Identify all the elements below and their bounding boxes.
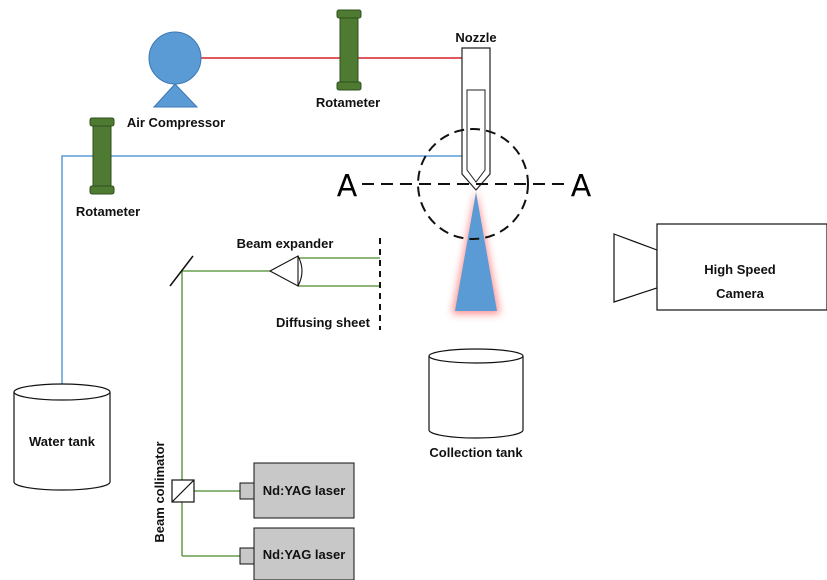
water-tank	[13, 383, 111, 491]
rotameter-air	[336, 9, 362, 91]
mirror	[169, 255, 194, 287]
laser-2-label: Nd:YAG laser	[263, 547, 346, 562]
collection-tank-label: Collection tank	[429, 445, 523, 460]
water-tank-label: Water tank	[29, 434, 96, 449]
laser-1-label: Nd:YAG laser	[263, 483, 346, 498]
water-line	[61, 155, 462, 390]
section-label-left: A	[337, 169, 358, 204]
air-compressor-label: Air Compressor	[127, 115, 225, 130]
rotameter-water	[89, 117, 115, 195]
diffusing-sheet-label: Diffusing sheet	[276, 315, 371, 330]
laser-2	[239, 527, 355, 580]
beam-expander-label: Beam expander	[237, 236, 334, 251]
collection-tank	[428, 348, 524, 439]
section-label-right: A	[571, 169, 592, 204]
nozzle-label: Nozzle	[455, 30, 496, 45]
air-compressor	[148, 31, 202, 108]
laser-path	[181, 257, 380, 557]
nozzle	[461, 47, 491, 191]
rotameter-air-label: Rotameter	[316, 95, 380, 110]
laser-1	[239, 462, 355, 519]
beam-collimator-label: Beam collimator	[152, 441, 167, 542]
beam-expander	[268, 255, 303, 287]
detail-circle	[417, 128, 529, 240]
rotameter-water-label: Rotameter	[76, 204, 140, 219]
high-speed-camera	[613, 223, 827, 311]
beam-collimator	[171, 479, 195, 503]
camera-label-line2: Camera	[716, 286, 764, 301]
camera-label-line1: High Speed	[704, 262, 776, 277]
spray-cone	[452, 190, 500, 314]
